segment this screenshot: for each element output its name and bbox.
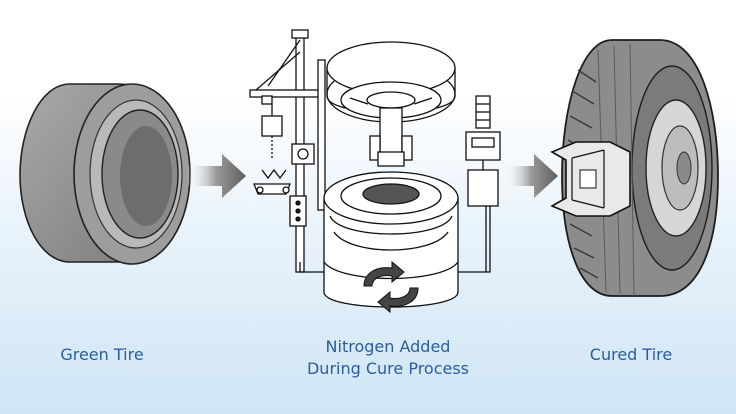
arrow-right-icon <box>186 154 246 198</box>
rotate-arrows-icon <box>363 260 419 314</box>
green-tire-caption: Green Tire <box>60 345 144 364</box>
cured-tire <box>550 39 719 297</box>
process-caption-line-1: Nitrogen Added <box>325 337 451 356</box>
curing-press <box>249 29 501 308</box>
process-caption-line-2: During Cure Process <box>306 359 470 378</box>
cured-tire-caption: Cured Tire <box>589 345 673 364</box>
green-tire <box>19 83 191 265</box>
process-caption: Nitrogen Added During Cure Process <box>288 336 488 380</box>
arrow-right-icon <box>504 154 558 198</box>
